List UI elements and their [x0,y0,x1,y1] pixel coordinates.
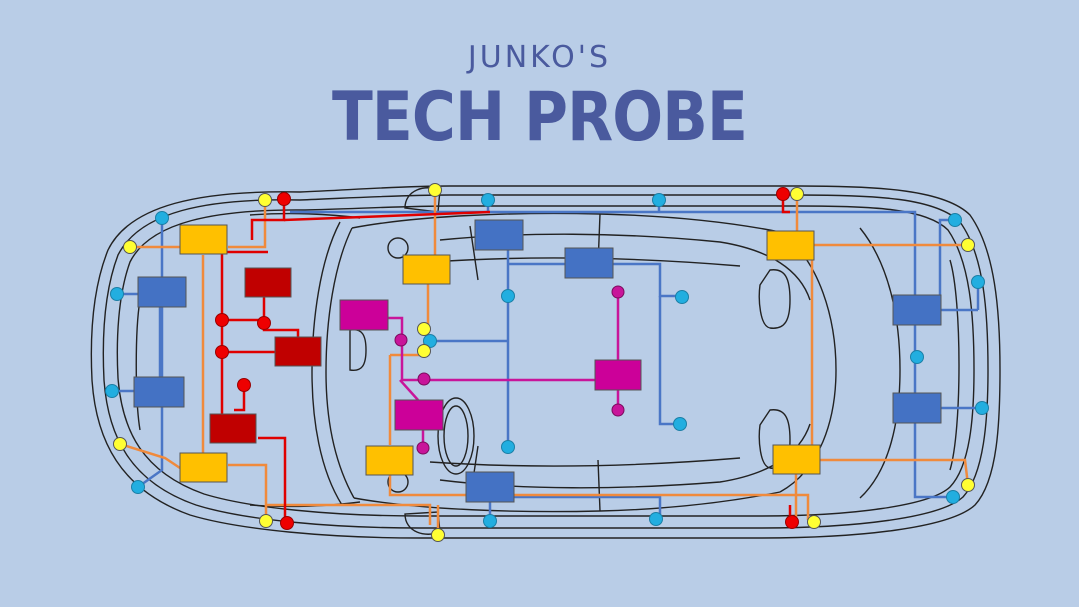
node-red [215,313,229,327]
module-blue-rear-left [892,294,942,326]
nodes-cyan [105,193,989,528]
node-yellow [790,187,804,201]
node-cyan [155,211,169,225]
node-magenta [416,441,430,455]
module-yellow-front-left [179,224,228,255]
node-yellow [417,344,431,358]
node-magenta [394,333,408,347]
node-red [257,316,271,330]
node-cyan [501,440,515,454]
title-kicker: JUNKO'S [467,40,612,75]
node-cyan [910,350,924,364]
node-red [277,192,291,206]
node-cyan [649,512,663,526]
node-yellow [123,240,137,254]
module-blue-dash-bottom [465,471,515,503]
module-yellow-dash-top [402,254,451,285]
module-yellow-rear-left [766,230,815,261]
module-blue-dash-top [474,219,524,251]
node-yellow [961,478,975,492]
node-yellow [417,322,431,336]
module-blue-front-right [133,376,185,408]
node-red [215,345,229,359]
node-cyan [675,290,689,304]
node-yellow [258,193,272,207]
module-blue-front-left [137,276,187,308]
module-magenta-3 [594,359,642,391]
node-yellow [961,238,975,252]
node-cyan [481,193,495,207]
orange-wires [119,190,970,535]
module-magenta-2 [394,399,444,431]
node-cyan [483,514,497,528]
node-cyan [652,193,666,207]
module-blue-center-top [564,247,614,279]
node-yellow [428,183,442,197]
node-magenta [417,372,431,386]
module-boxes [133,219,942,503]
node-cyan [501,289,515,303]
node-yellow [431,528,445,542]
module-yellow-rear-right [772,444,821,475]
module-red-1 [244,267,292,298]
node-cyan [673,417,687,431]
node-magenta [611,285,625,299]
node-red [237,378,251,392]
node-red [785,515,799,529]
node-cyan [975,401,989,415]
node-yellow [259,514,273,528]
node-red [280,516,294,530]
node-magenta [611,403,625,417]
module-red-3 [209,413,257,444]
nodes-red [215,187,799,530]
nodes-yellow [113,183,975,542]
node-cyan [946,490,960,504]
node-yellow [807,515,821,529]
module-blue-rear-right [892,392,942,424]
module-yellow-front-right [179,452,228,483]
node-yellow [113,437,127,451]
node-cyan [948,213,962,227]
nodes-magenta [394,285,625,455]
node-cyan [971,275,985,289]
module-magenta-1 [339,299,389,331]
node-cyan [110,287,124,301]
title-headline: TECH PROBE [331,78,748,157]
node-cyan [105,384,119,398]
module-red-2 [274,336,322,367]
node-cyan [131,480,145,494]
module-yellow-dash-bottom [365,445,414,476]
car-outline [90,185,1001,539]
node-red [776,187,790,201]
